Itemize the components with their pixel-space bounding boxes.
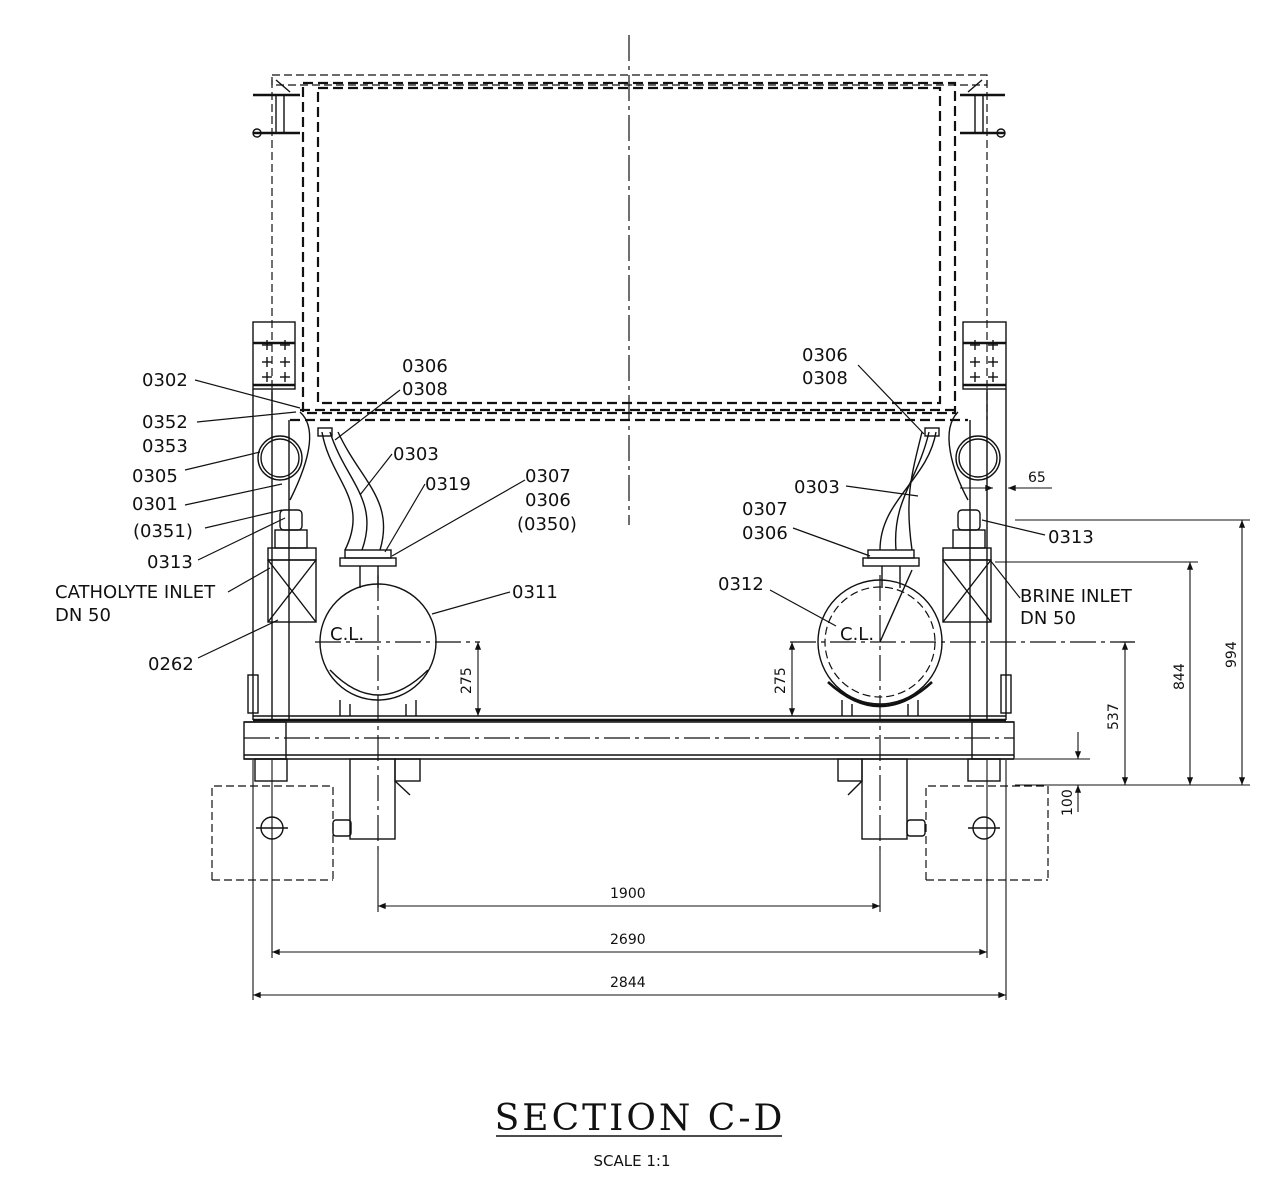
left-column bbox=[247, 321, 296, 720]
right-leg bbox=[837, 758, 926, 840]
label-0303-left: 0303 bbox=[393, 444, 439, 465]
base-frame bbox=[243, 715, 1015, 760]
left-callout-labels: 0302 0352 0353 0305 0301 (0351) 0313 CAT… bbox=[55, 356, 577, 675]
label-0301: 0301 bbox=[132, 494, 178, 515]
right-hose bbox=[879, 427, 940, 551]
label-0313-left: 0313 bbox=[147, 552, 193, 573]
label-0306-left-b: 0306 bbox=[525, 490, 571, 511]
label-0306-left: 0306 bbox=[402, 356, 448, 377]
label-0351: (0351) bbox=[133, 521, 193, 542]
label-catholyte-dn: DN 50 bbox=[55, 605, 111, 626]
right-column bbox=[962, 321, 1012, 720]
label-0353: 0353 bbox=[142, 436, 188, 457]
label-0307-right: 0307 bbox=[742, 499, 788, 520]
dim-2690-text: 2690 bbox=[610, 932, 646, 948]
right-callout-labels: 0306 0308 0303 0307 0306 0312 0313 BRINE… bbox=[718, 345, 1133, 645]
label-0307-left: 0307 bbox=[525, 466, 571, 487]
label-brine-dn: DN 50 bbox=[1020, 608, 1076, 629]
label-0303-right: 0303 bbox=[794, 477, 840, 498]
label-0262: 0262 bbox=[148, 654, 194, 675]
label-0306-right-b: 0306 bbox=[742, 523, 788, 544]
right-leaders bbox=[769, 364, 1046, 627]
label-0319: 0319 bbox=[425, 474, 471, 495]
label-0313-right: 0313 bbox=[1048, 527, 1094, 548]
label-0308-left: 0308 bbox=[402, 379, 448, 400]
dim-275-left-text: 275 bbox=[459, 667, 475, 694]
label-cl-right: C.L. bbox=[840, 624, 874, 645]
label-0352: 0352 bbox=[142, 412, 188, 433]
label-0306-right: 0306 bbox=[802, 345, 848, 366]
cell-enclosure bbox=[271, 74, 988, 422]
left-leaders bbox=[184, 379, 526, 659]
section-title: SECTION C-D bbox=[495, 1098, 786, 1139]
label-brine-inlet: BRINE INLET bbox=[1020, 586, 1133, 607]
dim-844-text: 844 bbox=[1172, 663, 1188, 690]
dim-1900-text: 1900 bbox=[610, 886, 646, 902]
left-inlet-assembly bbox=[267, 509, 317, 623]
label-0312: 0312 bbox=[718, 574, 764, 595]
label-0311: 0311 bbox=[512, 582, 558, 603]
dim-100-text: 100 bbox=[1060, 789, 1076, 816]
dim-275-right-text: 275 bbox=[773, 667, 789, 694]
label-0350: (0350) bbox=[517, 514, 577, 535]
left-leg bbox=[332, 758, 421, 840]
dim-994-text: 994 bbox=[1224, 641, 1240, 668]
label-catholyte-inlet: CATHOLYTE INLET bbox=[55, 582, 216, 603]
label-0305: 0305 bbox=[132, 466, 178, 487]
scale-label: SCALE 1:1 bbox=[594, 1152, 671, 1170]
dimension-labels: 65 1900 2690 2844 994 844 537 100 275 27… bbox=[459, 470, 1240, 991]
label-0302: 0302 bbox=[142, 370, 188, 391]
right-top-hanger bbox=[960, 79, 1006, 138]
label-cl-left: C.L. bbox=[330, 624, 364, 645]
dim-2844-text: 2844 bbox=[610, 975, 646, 991]
dim-65-text: 65 bbox=[1028, 470, 1046, 486]
left-hose bbox=[317, 427, 385, 551]
left-side-pipe bbox=[257, 411, 311, 501]
left-top-hanger bbox=[252, 79, 300, 138]
dim-537-text: 537 bbox=[1106, 703, 1122, 730]
right-inlet-assembly bbox=[942, 509, 992, 623]
right-side-pipe bbox=[948, 411, 1001, 501]
label-0308-right: 0308 bbox=[802, 368, 848, 389]
